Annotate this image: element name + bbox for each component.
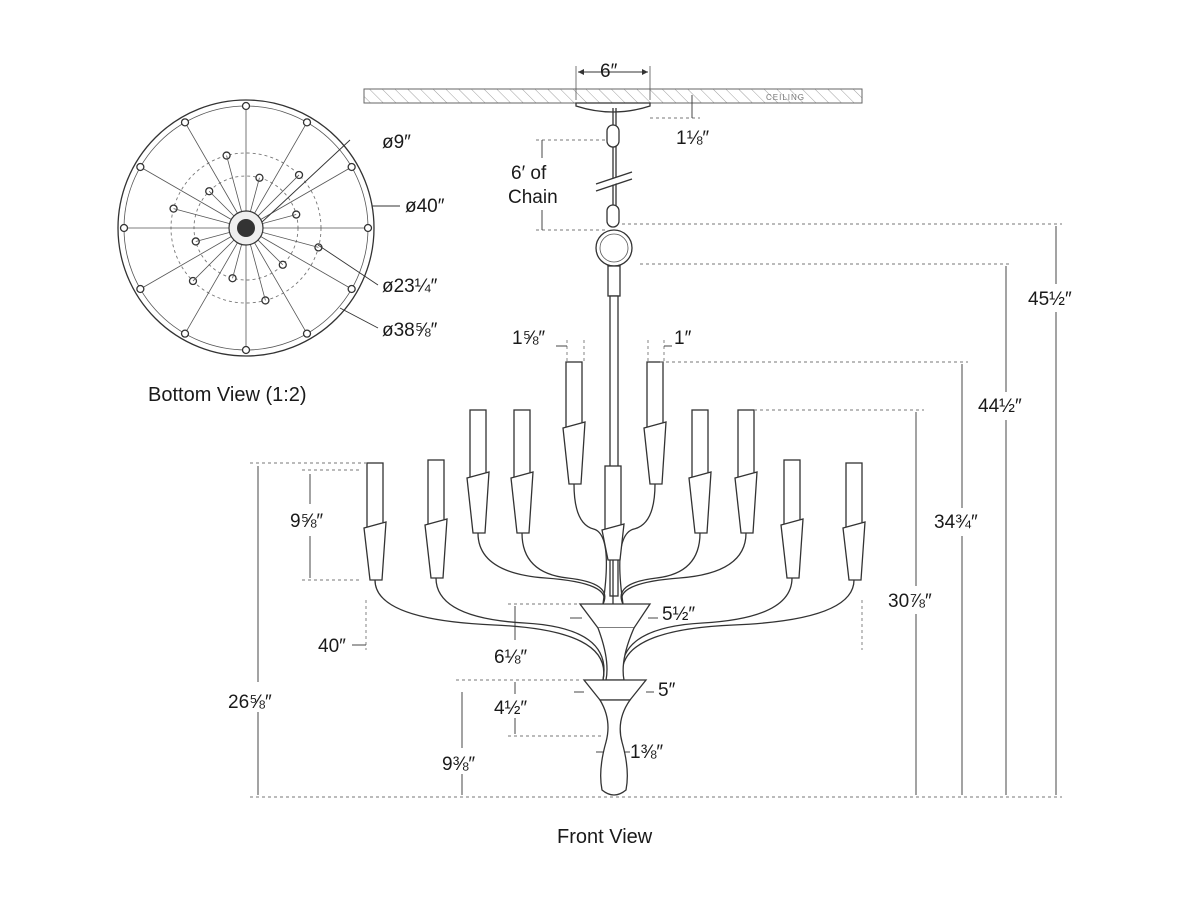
- spoke: [140, 227, 247, 290]
- candle: [783, 459, 801, 526]
- hub-center: [237, 219, 255, 237]
- canopy: [575, 102, 651, 113]
- candle: [565, 361, 583, 429]
- candle-cup: [688, 471, 712, 534]
- finial: [598, 699, 632, 796]
- lower-cup: [582, 679, 648, 701]
- arm-tip: [241, 101, 251, 111]
- spoke: [184, 122, 247, 229]
- lower-cup-width-label: 5″: [658, 680, 676, 701]
- front-view-caption: Front View: [557, 826, 653, 848]
- candle-cup: [601, 523, 625, 561]
- arm-tip: [241, 345, 251, 355]
- leader-arm-ring: [339, 307, 379, 329]
- overall-height-label: 45½″: [1028, 289, 1072, 310]
- arm: [619, 483, 656, 605]
- candle: [646, 361, 664, 429]
- candle-cup: [780, 518, 804, 579]
- arm: [621, 579, 855, 681]
- arm-tip: [347, 162, 356, 172]
- spoke: [245, 166, 352, 229]
- candle-gap-label: 1″: [674, 328, 692, 349]
- arm-tip: [302, 329, 312, 338]
- spoke: [140, 166, 247, 229]
- upper-cup-width-label: 5½″: [662, 604, 695, 625]
- spoke: [245, 227, 352, 290]
- arm-tip: [136, 284, 145, 294]
- arm-tip: [347, 284, 356, 294]
- candle-cup: [842, 521, 866, 581]
- ceiling-label: CEILING: [766, 93, 805, 102]
- mid-arm-height-label: 30⅞″: [888, 591, 932, 612]
- finial-height-label: 9⅜″: [442, 754, 475, 775]
- candle: [604, 465, 622, 531]
- top-height-label: 34¾″: [934, 512, 978, 533]
- spoke: [245, 122, 308, 229]
- spoke: [245, 227, 308, 334]
- arm: [477, 532, 605, 605]
- candle: [427, 459, 445, 526]
- arm: [573, 483, 607, 605]
- rod-collar: [607, 265, 621, 297]
- arm: [435, 577, 605, 681]
- upper-cup-height-label: 6⅛″: [494, 647, 527, 668]
- candle: [845, 462, 863, 529]
- canopy-height-label: 1⅛″: [676, 128, 709, 149]
- arm-tip: [180, 329, 190, 338]
- leader-canopy: [261, 139, 351, 223]
- candle-cup: [562, 421, 586, 485]
- center-rod: [609, 295, 619, 597]
- chain-label-line1: 6′ of: [511, 163, 547, 184]
- loop-ring: [595, 229, 633, 267]
- dia-canopy-label: ø9″: [382, 132, 411, 153]
- fixture-height-label: 44½″: [978, 396, 1022, 417]
- upper-cup: [578, 603, 652, 629]
- dia-arm-ring-label: ø38⅝″: [382, 320, 438, 341]
- spoke: [184, 227, 247, 334]
- candle: [737, 409, 755, 479]
- candle: [691, 409, 709, 479]
- arm: [621, 577, 793, 681]
- arm-tip: [180, 118, 190, 127]
- arm-tip: [136, 162, 145, 172]
- candle-cup: [424, 518, 448, 579]
- candles: [363, 361, 866, 581]
- candle: [469, 409, 487, 479]
- total-width-label: 40″: [318, 636, 346, 657]
- leader-inner: [317, 244, 379, 286]
- candle-width-label: 1⅝″: [512, 328, 545, 349]
- arm-tip: [302, 118, 312, 127]
- chain: [595, 108, 633, 228]
- candle-height-label: 9⅝″: [290, 511, 323, 532]
- finial-width-label: 1⅜″: [630, 742, 663, 763]
- dia-outer-label: ø40″: [405, 196, 445, 217]
- candle-cup: [734, 471, 758, 534]
- chain-label-line2: Chain: [508, 187, 558, 208]
- candle-cup: [363, 521, 387, 581]
- lower-cup-height-label: 4½″: [494, 698, 527, 719]
- arm: [620, 532, 701, 605]
- canopy-width-label: 6″: [600, 61, 618, 82]
- candle-cup: [510, 471, 534, 534]
- outer-arm-height-label: 26⅝″: [228, 692, 272, 713]
- arm-tip: [119, 223, 129, 233]
- bottom-view: ø9″ ø40″ ø23¼″ ø38⅝″ Bottom View (1:2): [117, 99, 445, 406]
- arm: [374, 579, 605, 681]
- outer-ring: [117, 99, 375, 357]
- dia-inner-label: ø23¼″: [382, 276, 438, 297]
- candle: [513, 409, 531, 479]
- candle-cup: [466, 471, 490, 534]
- arm: [621, 532, 747, 605]
- arm: [521, 532, 606, 605]
- candle: [366, 462, 384, 529]
- ceiling: CEILING: [363, 88, 863, 104]
- bottom-view-caption: Bottom View (1:2): [148, 384, 307, 406]
- candle-cup: [643, 421, 667, 485]
- arm-tip: [363, 223, 373, 233]
